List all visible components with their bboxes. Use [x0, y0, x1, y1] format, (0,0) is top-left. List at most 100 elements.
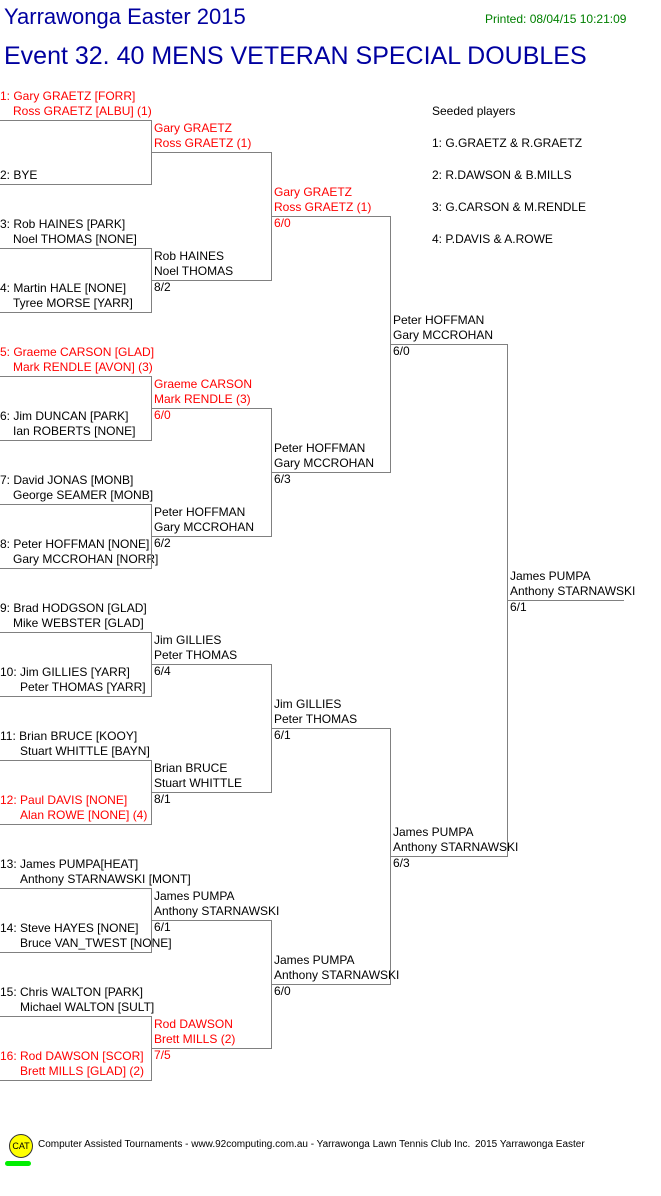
match-score: 6/1	[274, 728, 291, 742]
winner-line1: Jim GILLIES	[154, 633, 222, 647]
logo-underline	[5, 1161, 31, 1166]
winner-line1: Gary GRAETZ	[154, 121, 233, 135]
winner-line1: James PUMPA	[510, 569, 591, 583]
bracket-line	[390, 344, 508, 345]
seeded-item: 3: G.CARSON & M.RENDLE	[432, 200, 587, 214]
bracket-line	[0, 504, 152, 505]
bracket-line	[507, 600, 624, 601]
entry-line1: 13: James PUMPA[HEAT]	[0, 857, 139, 871]
winner-line2: Anthony STARNAWSKI	[274, 968, 400, 982]
entry-line1: 8: Peter HOFFMAN [NONE]	[0, 537, 150, 551]
bracket-line	[0, 1080, 152, 1081]
bracket-line	[0, 248, 152, 249]
winner-line2: Gary MCCROHAN	[154, 520, 255, 534]
bracket-line	[151, 408, 272, 409]
entry-line2: Gary MCCROHAN [NORR]	[13, 552, 159, 566]
bracket-line	[151, 536, 272, 537]
bracket-line	[271, 728, 391, 729]
entry-line1: 7: David JONAS [MONB]	[0, 473, 134, 487]
winner-line2: Peter THOMAS	[274, 712, 358, 726]
match-score: 7/5	[154, 1048, 171, 1062]
match-score: 6/1	[154, 920, 171, 934]
entry-line2: Mark RENDLE [AVON] (3)	[13, 360, 153, 374]
entry-line2: 2: BYE	[0, 168, 38, 182]
bracket-line	[0, 696, 152, 697]
bracket-line	[0, 312, 152, 313]
winner-line2: Stuart WHITTLE	[154, 776, 243, 790]
match-score: 6/3	[274, 472, 291, 486]
match-score: 6/2	[154, 536, 171, 550]
bracket-line	[0, 184, 152, 185]
match-score: 6/3	[393, 856, 410, 870]
cat-logo-text: CAT	[12, 1141, 30, 1151]
winner-line1: Peter HOFFMAN	[393, 313, 485, 327]
winner-line1: Peter HOFFMAN	[154, 505, 246, 519]
tournament-title: Yarrawonga Easter 2015	[4, 4, 246, 29]
entry-line1: 3: Rob HAINES [PARK]	[0, 217, 126, 231]
entry-line2: Peter THOMAS [YARR]	[20, 680, 146, 694]
bracket-line	[0, 632, 152, 633]
bracket-line	[390, 856, 508, 857]
bracket-line	[151, 664, 272, 665]
match-score: 6/4	[154, 664, 171, 678]
winner-line1: Jim GILLIES	[274, 697, 342, 711]
winner-line1: Rob HAINES	[154, 249, 225, 263]
seeded-item: 2: R.DAWSON & B.MILLS	[432, 168, 572, 182]
winner-line2: Anthony STARNAWSKI	[393, 840, 519, 854]
bracket-line	[151, 152, 272, 153]
winner-line2: Ross GRAETZ (1)	[274, 200, 372, 214]
footer-event: 2015 Yarrawonga Easter	[475, 1139, 585, 1150]
event-title: Event 32. 40 MENS VETERAN SPECIAL DOUBLE…	[4, 42, 587, 70]
entry-line1: 16: Rod DAWSON [SCOR]	[0, 1049, 144, 1063]
entry-line2: Ross GRAETZ [ALBU] (1)	[13, 104, 152, 118]
entry-line1: 15: Chris WALTON [PARK]	[0, 985, 143, 999]
entry-line1: 12: Paul DAVIS [NONE]	[0, 793, 128, 807]
entry-line2: George SEAMER [MONB]	[13, 488, 154, 502]
entry-line1: 4: Martin HALE [NONE]	[0, 281, 127, 295]
bracket-line	[0, 760, 152, 761]
bracket-line	[151, 920, 272, 921]
entry-line2: Noel THOMAS [NONE]	[13, 232, 137, 246]
entry-line2: Michael WALTON [SULT]	[20, 1000, 155, 1014]
bracket-line	[0, 120, 152, 121]
entry-line1: 10: Jim GILLIES [YARR]	[0, 665, 130, 679]
winner-line1: Brian BRUCE	[154, 761, 228, 775]
winner-line1: Gary GRAETZ	[274, 185, 353, 199]
entry-line1: 11: Brian BRUCE [KOOY]	[0, 729, 138, 743]
entry-line2: Ian ROBERTS [NONE]	[13, 424, 136, 438]
footer-credit: Computer Assisted Tournaments - www.92co…	[38, 1139, 471, 1150]
winner-line2: Noel THOMAS	[154, 264, 234, 278]
match-score: 6/1	[510, 600, 527, 614]
winner-line2: Gary MCCROHAN	[274, 456, 375, 470]
entry-line1: 6: Jim DUNCAN [PARK]	[0, 409, 129, 423]
cat-logo: CAT	[9, 1134, 33, 1158]
bracket-line	[0, 568, 152, 569]
winner-line2: Gary MCCROHAN	[393, 328, 494, 342]
match-score: 8/1	[154, 792, 171, 806]
bracket-line	[0, 824, 152, 825]
bracket-line	[271, 984, 391, 985]
entry-line2: Alan ROWE [NONE] (4)	[20, 808, 148, 822]
bracket-line	[0, 952, 152, 953]
winner-line2: Anthony STARNAWSKI	[154, 904, 280, 918]
seeded-item: 4: P.DAVIS & A.ROWE	[432, 232, 553, 246]
bracket-line	[0, 1016, 152, 1017]
match-score: 6/0	[393, 344, 410, 358]
entry-line2: Anthony STARNAWSKI [MONT]	[20, 872, 191, 886]
entry-line1: 9: Brad HODGSON [GLAD]	[0, 601, 147, 615]
entry-line2: Mike WEBSTER [GLAD]	[13, 616, 144, 630]
match-score: 6/0	[154, 408, 171, 422]
entry-line2: Tyree MORSE [YARR]	[13, 296, 133, 310]
winner-line1: Graeme CARSON	[154, 377, 253, 391]
match-score: 6/0	[274, 984, 291, 998]
winner-line2: Brett MILLS (2)	[154, 1032, 236, 1046]
seeded-heading: Seeded players	[432, 104, 516, 118]
entry-line2: Stuart WHITTLE [BAYN]	[20, 744, 150, 758]
bracket-line	[151, 1048, 272, 1049]
match-score: 6/0	[274, 216, 291, 230]
winner-line1: Rod DAWSON	[154, 1017, 233, 1031]
winner-line1: James PUMPA	[274, 953, 355, 967]
entry-line1: 5: Graeme CARSON [GLAD]	[0, 345, 155, 359]
bracket-line	[0, 888, 152, 889]
bracket-line	[271, 472, 391, 473]
